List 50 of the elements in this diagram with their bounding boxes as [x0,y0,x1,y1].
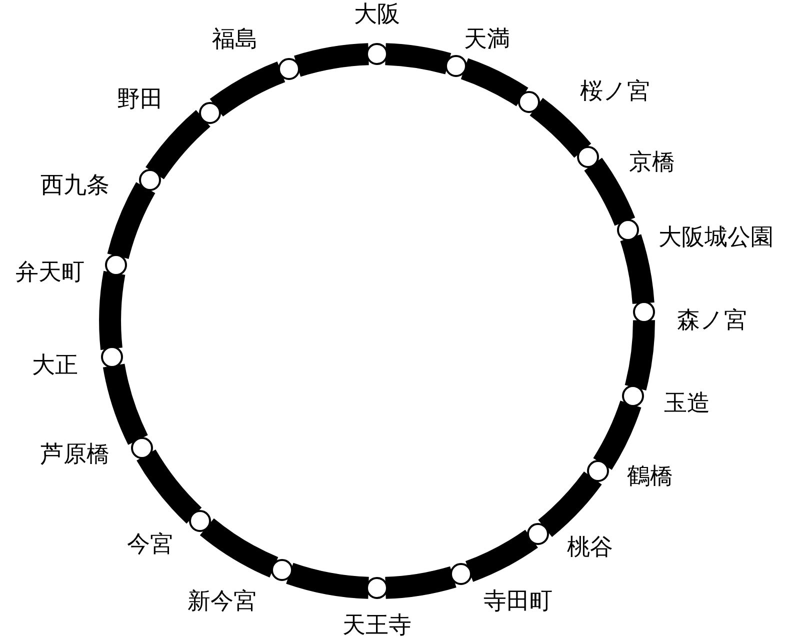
station-dot [130,436,153,459]
loop-line-segment [136,449,202,524]
station-name: 大正 [32,353,78,379]
loop-line-segment [294,43,370,77]
station-name: 大阪 [354,2,400,28]
loop-line-segment [529,98,591,158]
station-name: 弁天町 [16,260,84,286]
station-dot [576,146,599,168]
station-name: 桜ノ宮 [580,79,650,105]
station-name: 天満 [464,27,510,53]
loop-line-segment [593,400,642,470]
loop-line-segment [286,562,370,599]
loop-line-segment [200,518,278,578]
loop-line-segment [103,363,148,445]
station-dot [450,563,472,586]
station-name: 天王寺 [342,613,412,639]
station-name: 新今宮 [188,589,256,615]
station-name: 寺田町 [484,589,552,615]
station-dot [518,90,540,113]
station-name: 大阪城公園 [658,225,774,251]
station-dot [445,55,468,78]
station-name: 森ノ宮 [677,308,747,334]
loop-line-segment [99,271,126,350]
loop-line-segment [210,62,286,117]
station-dot [189,510,212,532]
loop-line-segment [384,566,456,599]
station-name: 玉造 [664,391,710,417]
loop-line-segment [620,234,654,304]
loop-line-segment [384,43,451,74]
loop-line-segment [107,182,156,260]
station-dot [278,58,300,80]
station-name: 芦原橋 [40,442,110,468]
station-dot [586,460,609,482]
station-dot [616,218,639,241]
loop-line-segment [624,320,655,390]
station-dot [198,102,221,124]
station-name: 福島 [212,27,258,53]
loop-line-segment [465,530,538,582]
station-name: 桃谷 [567,535,613,561]
loop-line-segment [460,58,528,106]
station-name: 京橋 [629,150,675,176]
station-name: 鶴橋 [627,464,673,490]
loop-line-segment [584,158,635,226]
station-name: 野田 [117,87,163,113]
station-dot [527,522,550,545]
station-name: 今宮 [127,532,173,558]
station-dot [139,169,162,192]
station-name: 西九条 [40,173,110,199]
loop-line-segment [538,471,602,537]
loop-line-segment [146,110,211,180]
